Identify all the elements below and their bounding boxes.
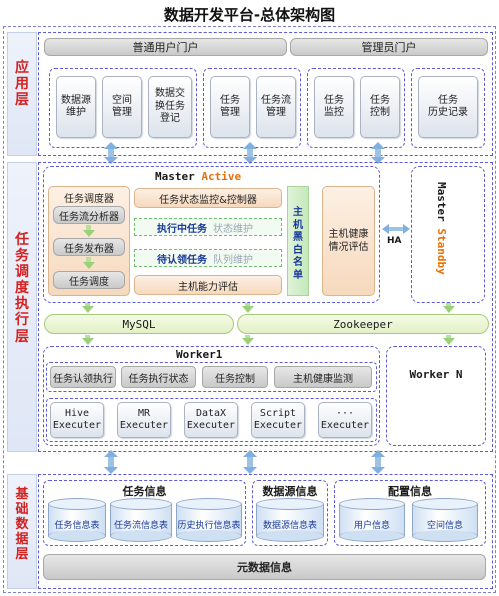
status-monitor-controller[interactable]: 任务状态监控&控制器 [134,188,282,208]
master-active-title: Master Active [155,170,242,183]
space-info-label: 空间信息 [426,520,463,531]
taskflow-analyzer[interactable]: 任务流分析器 [53,206,125,224]
datasource-info-title: 数据源信息 [262,485,318,498]
exec-layer-band [7,162,37,452]
zookeeper-store[interactable]: Zookeeper [237,314,489,334]
hive-executer[interactable]: Hive Executer [50,402,104,438]
history-exec-table-cylinder[interactable]: 历史执行信息表 [176,498,242,542]
master-active-box [43,166,380,303]
task-monitor-card[interactable]: 任务 监控 [314,76,354,138]
app-group-data [49,68,197,148]
app-group-history [411,68,485,148]
worker1-title: Worker1 [176,348,223,361]
task-info-group [43,480,246,546]
worker-n-box [386,346,486,446]
worker-functions-group [46,362,377,392]
datasource-table-cylinder[interactable]: 数据源信息表 [256,498,324,542]
task-dispatch[interactable]: 任务调度 [53,271,125,289]
datasource-table-label: 数据源信息表 [262,520,317,531]
app-layer-label: 应 用 层 [15,60,29,109]
exec-layer [38,162,493,452]
worker-n-title: Worker N [409,368,463,381]
task-control[interactable]: 任务控制 [202,366,268,388]
datasource-info-group [252,480,328,546]
task-exec-status[interactable]: 任务执行状态 [121,366,196,388]
host-black-white-list[interactable]: 主 机 黑 白 名 单 [287,186,309,296]
task-info-title: 任务信息 [122,485,167,498]
task-management-card[interactable]: 任务 管理 [210,76,250,138]
task-publisher[interactable]: 任务发布器 [53,238,125,256]
ha-arrow [382,224,410,234]
exec-base-arrow-2 [243,450,257,474]
app-layer [38,32,493,156]
taskflow-info-table-cylinder[interactable]: 任务流信息表 [110,498,172,542]
executers-group [46,398,377,442]
config-info-title: 配置信息 [388,485,432,498]
user-info-cylinder[interactable]: 用户信息 [339,498,405,542]
master-standby-title: Master Standby [435,182,448,275]
datasource-maintenance-card[interactable]: 数据源 维护 [56,76,96,138]
host-health-eval[interactable]: 主机健康 情况评估 [322,186,375,296]
diagram-frame [3,26,496,593]
app-exec-arrow-3 [371,142,385,164]
other-executer[interactable]: ··· Executer [318,402,372,438]
host-health-monitor[interactable]: 主机健康监测 [274,366,372,388]
task-info-table-label: 任务信息表 [54,520,100,531]
exchange-task-register-card[interactable]: 数据交 换任务 登记 [148,76,192,138]
exec-base-arrow-3 [371,450,385,474]
mysql-store[interactable]: MySQL [44,314,234,334]
base-layer-label: 基 础 数 据 层 [15,487,29,562]
app-exec-arrow-1 [104,142,118,164]
ha-label: HA [387,236,402,246]
task-control-card[interactable]: 任务 控制 [360,76,400,138]
exec-layer-label: 任 务 调 度 执 行 层 [15,232,29,345]
page-title: 数据开发平台-总体架构图 [163,6,336,24]
task-info-table-cylinder[interactable]: 任务信息表 [48,498,106,542]
app-exec-arrow-2 [243,142,257,164]
base-layer-band [7,474,37,589]
history-exec-table-label: 历史执行信息表 [177,520,241,531]
admin-portal[interactable]: 管理员门户 [290,38,488,56]
script-executer[interactable]: Script Executer [251,402,305,438]
taskflow-info-table-label: 任务流信息表 [113,520,168,531]
task-claim-execute[interactable]: 任务认领执行 [50,366,116,388]
base-layer [38,474,493,589]
space-management-card[interactable]: 空间 管理 [102,76,142,138]
datax-executer[interactable]: DataX Executer [184,402,238,438]
space-info-cylinder[interactable]: 空间信息 [412,498,478,542]
taskflow-management-card[interactable]: 任务流 管理 [256,76,296,138]
host-capacity-eval[interactable]: 主机能力评估 [134,275,282,295]
metadata-info-bar[interactable]: 元数据信息 [43,554,486,580]
app-layer-band [7,32,37,156]
master-standby-box [411,166,485,303]
running-task-row: 执行中任务 状态维护 [134,218,282,236]
config-info-group [334,480,486,546]
app-group-monitor [307,68,405,148]
task-history-card[interactable]: 任务 历史记录 [418,76,478,138]
user-info-label: 用户信息 [353,520,390,531]
mr-executer[interactable]: MR Executer [117,402,171,438]
exec-base-arrow-1 [104,450,118,474]
pending-task-row: 待认领任务 队列维护 [134,249,282,267]
user-portal[interactable]: 普通用户门户 [44,38,287,56]
worker1-box [43,346,380,446]
